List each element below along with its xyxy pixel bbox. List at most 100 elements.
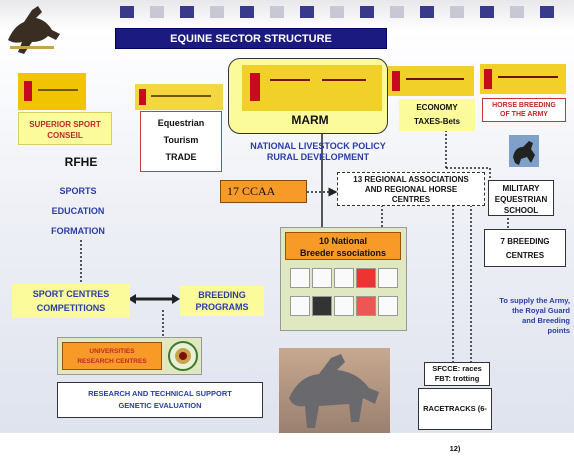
- breed-logo-icon: [378, 296, 398, 316]
- universities-box: UNIVERSITIES RESEARCH CENTRES: [62, 342, 162, 370]
- policy-line1: NATIONAL LIVESTOCK POLICY: [250, 141, 386, 151]
- logo-text-line: [406, 78, 464, 80]
- breeding-programs-box: BREEDING PROGRAMS: [180, 286, 264, 316]
- band-square: [180, 6, 194, 18]
- jumping-horse-icon: [8, 6, 60, 54]
- sports-label: SPORTS: [59, 186, 97, 196]
- horse-photo: [509, 135, 539, 167]
- equestrian-tourism-box: Equestrian Tourism TRADE: [140, 111, 222, 172]
- breed-logo-icon: [312, 268, 332, 288]
- marm-label: MARM: [291, 113, 329, 127]
- band-square: [150, 6, 164, 18]
- band-square: [420, 6, 434, 18]
- breed-logo-icon: [290, 268, 310, 288]
- breed-logo-icon: [312, 296, 332, 316]
- breed-logo-icon: [356, 268, 376, 288]
- logo-text-line: [38, 89, 78, 91]
- military-line2: EQUESTRIAN: [494, 195, 548, 204]
- council-logo: [18, 73, 86, 110]
- army-note-line4: points: [547, 326, 571, 335]
- universities-line1: UNIVERSITIES: [89, 348, 135, 355]
- marm-ministry-logo: [242, 65, 382, 111]
- sport-centres-box: SPORT CENTRES COMPETITIONS: [12, 284, 130, 318]
- education-label: EDUCATION: [51, 206, 105, 216]
- council-label: SUPERIOR SPORT CONSEIL: [29, 120, 101, 140]
- military-school-box: MILITARY EQUESTRIAN SCHOOL: [488, 180, 554, 216]
- university-seal-icon: [168, 341, 198, 371]
- band-square: [360, 6, 374, 18]
- logo-text-line: [498, 76, 558, 78]
- breeder-line1: 10 National: [318, 236, 367, 246]
- top-decorative-band: [0, 0, 574, 30]
- research-box: RESEARCH AND TECHNICAL SUPPORT GENETIC E…: [57, 382, 263, 418]
- band-square: [300, 6, 314, 18]
- regional-associations-box: 13 REGIONAL ASSOCIATIONS AND REGIONAL HO…: [337, 172, 485, 206]
- ccaa-box: 17 CCAA: [220, 180, 307, 203]
- logo-text-line: [322, 79, 366, 81]
- national-livestock-policy: NATIONAL LIVESTOCK POLICY RURAL DEVELOPM…: [228, 141, 408, 163]
- breed-logo-icon: [334, 296, 354, 316]
- regional-line3: CENTRES: [391, 195, 431, 204]
- regional-line2: AND REGIONAL HORSE: [364, 185, 458, 194]
- breed-logo-icon: [378, 268, 398, 288]
- band-square: [240, 6, 254, 18]
- sport-centres-line2: COMPETITIONS: [36, 303, 106, 313]
- band-square: [120, 6, 134, 18]
- band-square: [390, 6, 404, 18]
- economy-logo: [388, 66, 474, 96]
- races-line1: SFCCE: races: [432, 364, 482, 373]
- races-line2: FBT: trotting: [434, 374, 480, 383]
- universities-line2: RESEARCH CENTRES: [77, 358, 147, 365]
- racetracks-box: RACETRACKS (6-12): [418, 388, 492, 453]
- band-square: [510, 6, 524, 18]
- army-supply-note: To supply the Army, the Royal Guard and …: [476, 296, 570, 336]
- band-square: [450, 6, 464, 18]
- breed-logo-icon: [290, 296, 310, 316]
- coat-of-arms-icon: [24, 81, 32, 101]
- policy-line2: RURAL DEVELOPMENT: [266, 152, 370, 162]
- breeding-centres-line1: 7 BREEDING: [500, 237, 550, 246]
- coat-of-arms-icon: [139, 89, 146, 105]
- equestrian-line2: Tourism: [163, 135, 199, 145]
- breeding-programs-line1: BREEDING: [198, 290, 246, 300]
- band-square: [540, 6, 554, 18]
- army-note-line1: To supply the Army,: [499, 296, 570, 305]
- horse-breeding-line1: HORSE BREEDING: [492, 102, 556, 109]
- army-note-line3: and Breeding: [522, 316, 570, 325]
- page-title: EQUINE SECTOR STRUCTURE: [115, 28, 387, 49]
- equestrian-line3: TRADE: [165, 152, 197, 162]
- economy-box: ECONOMY TAXES-Bets: [399, 99, 475, 131]
- breeder-line2: Breeder ssociations: [299, 248, 387, 258]
- breeding-centres-line2: CENTRES: [505, 251, 545, 260]
- band-square: [210, 6, 224, 18]
- research-line1: RESEARCH AND TECHNICAL SUPPORT: [88, 389, 232, 398]
- army-note-line2: the Royal Guard: [512, 306, 570, 315]
- formation-label: FORMATION: [51, 226, 105, 236]
- regional-line1: 13 REGIONAL ASSOCIATIONS: [353, 175, 469, 184]
- ministry-logo: [135, 84, 223, 110]
- breeding-centres-box: 7 BREEDING CENTRES: [484, 229, 566, 267]
- army-logo: [480, 64, 566, 94]
- logo-text-line: [151, 95, 211, 97]
- horse-statue-icon: [289, 354, 379, 428]
- military-line1: MILITARY: [502, 184, 540, 193]
- horse-icon: [513, 141, 535, 165]
- equestrian-line1: Equestrian: [157, 118, 205, 128]
- coat-of-arms-icon: [250, 73, 260, 101]
- rfhe-label: RFHE: [64, 155, 98, 169]
- military-line3: SCHOOL: [503, 206, 539, 215]
- band-square: [480, 6, 494, 18]
- economy-line1: ECONOMY: [416, 103, 458, 112]
- breed-logo-icon: [356, 296, 376, 316]
- horse-breeding-army-box: HORSE BREEDING OF THE ARMY: [482, 98, 566, 122]
- coat-of-arms-icon: [484, 69, 492, 89]
- superior-sport-council-box: SUPERIOR SPORT CONSEIL: [18, 112, 112, 145]
- breeder-associations-box: 10 National Breeder ssociations: [285, 232, 401, 260]
- horse-statue-photo: [279, 348, 390, 433]
- band-square: [330, 6, 344, 18]
- band-square: [270, 6, 284, 18]
- races-box: SFCCE: races FBT: trotting: [424, 362, 490, 386]
- economy-line2: TAXES-Bets: [413, 117, 461, 126]
- logo-text-line: [270, 79, 310, 81]
- research-line2: GENETIC EVALUATION: [118, 401, 202, 410]
